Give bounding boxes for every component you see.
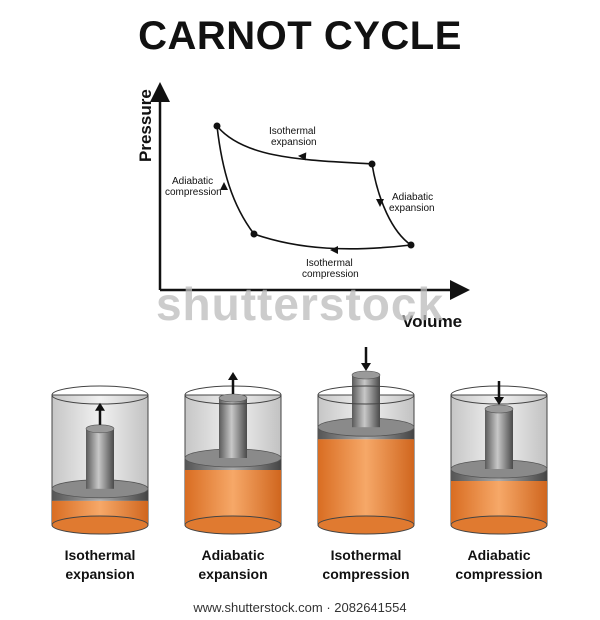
x-axis-label: Volume — [402, 312, 462, 331]
footer-credit: www.shutterstock.com · 2082641554 — [193, 600, 407, 615]
cylinder-3-rod-top — [351, 370, 381, 380]
cylinder-1-rod — [86, 428, 114, 489]
cylinder-3 — [317, 347, 415, 535]
cylinder-2-base — [184, 515, 282, 535]
label-adiabatic-compression-2: compression — [165, 187, 222, 198]
cylinder-3-rod — [352, 375, 380, 428]
cylinder-4-arrow-down-icon — [494, 397, 504, 405]
curve-adiabatic-compression — [216, 125, 255, 235]
arrow-isothermal-expansion — [298, 152, 307, 161]
watermark: shutterstock — [156, 278, 444, 330]
cylinder-1-base — [51, 515, 149, 535]
cylinder-3-gas — [318, 439, 414, 525]
y-axis-label: Pressure — [136, 89, 155, 162]
caption-cylinder-2: Adiabatic expansion — [163, 546, 303, 584]
cylinder-2 — [184, 372, 282, 535]
cycle-direction-arrows — [220, 152, 384, 254]
label-isothermal-expansion-2: expansion — [271, 137, 317, 148]
cylinders — [51, 347, 548, 535]
cylinder-1-arrow-up-icon — [95, 402, 105, 411]
cylinder-4-rod — [485, 409, 513, 469]
cylinder-1 — [51, 385, 149, 535]
caption-cylinder-1: Isothermal expansion — [30, 546, 170, 584]
caption-cylinder-3-line1: Isothermal — [330, 547, 402, 563]
caption-cylinder-4: Adiabatic compression — [429, 546, 569, 584]
caption-cylinder-2-line2: expansion — [198, 566, 268, 582]
vertex-d — [250, 230, 258, 238]
caption-cylinder-1-line2: expansion — [65, 566, 135, 582]
cylinder-3-arrow-down-icon — [361, 363, 371, 371]
arrow-adiabatic-expansion — [376, 199, 384, 207]
cylinder-1-rod-top — [85, 424, 115, 434]
label-adiabatic-compression-1: Adiabatic — [172, 176, 213, 187]
vertex-b — [368, 160, 376, 168]
curve-isothermal-compression — [253, 233, 412, 250]
cycle-vertices — [213, 122, 415, 249]
cycle-curves — [216, 125, 412, 250]
caption-cylinder-2-line1: Adiabatic — [201, 547, 265, 563]
label-isothermal-compression-2: compression — [302, 269, 359, 280]
arrow-adiabatic-compression — [220, 182, 228, 190]
arrow-isothermal-compression — [330, 246, 338, 254]
vertex-a — [213, 122, 221, 130]
label-adiabatic-expansion-1: Adiabatic — [392, 192, 433, 203]
cylinder-2-rod-top — [218, 393, 248, 403]
pv-axes: Pressure Volume — [136, 82, 470, 331]
vertex-c — [407, 241, 415, 249]
caption-cylinder-1-line1: Isothermal — [64, 547, 136, 563]
cylinder-2-rod — [219, 398, 247, 458]
label-isothermal-compression-1: Isothermal — [306, 258, 353, 269]
page-title: CARNOT CYCLE — [138, 14, 462, 58]
caption-cylinder-4-line1: Adiabatic — [467, 547, 531, 563]
label-adiabatic-expansion-2: expansion — [389, 203, 435, 214]
cylinder-4-base — [450, 515, 548, 535]
label-isothermal-expansion-1: Isothermal — [269, 126, 316, 137]
cylinder-3-rim — [317, 385, 415, 405]
curve-adiabatic-expansion — [371, 163, 412, 246]
cylinder-3-base — [317, 515, 415, 535]
caption-cylinder-3: Isothermal compression — [296, 546, 436, 584]
caption-cylinder-4-line2: compression — [455, 566, 543, 582]
cylinder-4-rod-top — [484, 404, 514, 414]
caption-cylinder-3-line2: compression — [322, 566, 410, 582]
cylinder-4 — [450, 381, 548, 535]
curve-isothermal-expansion — [216, 125, 373, 165]
cylinder-2-arrow-up-icon — [228, 372, 238, 380]
